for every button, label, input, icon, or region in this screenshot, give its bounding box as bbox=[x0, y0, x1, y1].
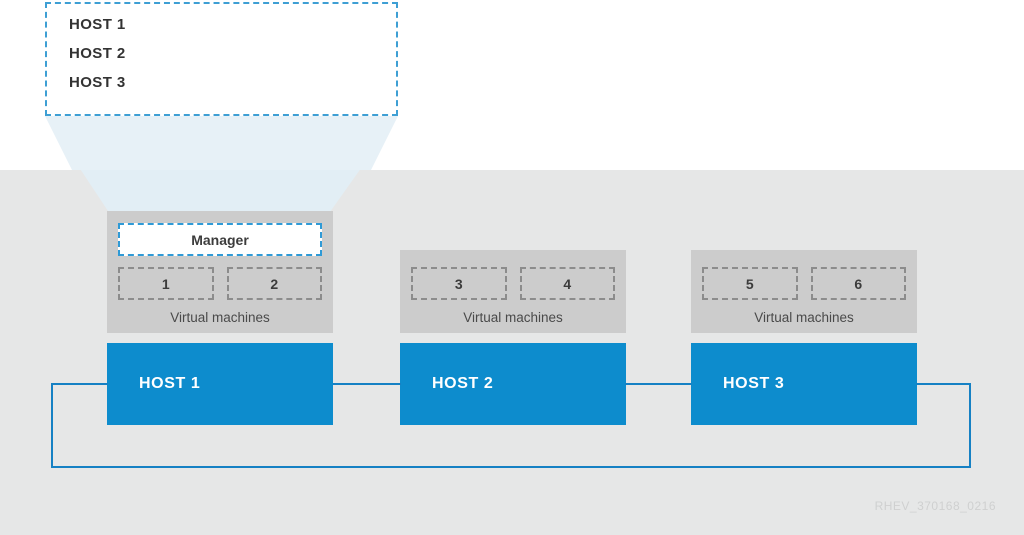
vm-panel-host-2: 3 4 Virtual machines bbox=[400, 250, 626, 333]
host-box-1: HOST 1 bbox=[107, 343, 333, 425]
vm-box-3: 3 bbox=[411, 267, 507, 300]
vm-box-4: 4 bbox=[519, 267, 615, 300]
vm-number-1: 1 bbox=[161, 275, 170, 292]
vm-panel-host-3: 5 6 Virtual machines bbox=[691, 250, 917, 333]
callout-item-host-3: HOST 3 bbox=[69, 74, 126, 91]
watermark-label: RHEV_370168_0216 bbox=[874, 499, 996, 513]
vm-row-host-1: 1 2 bbox=[118, 267, 322, 300]
callout-item-host-1: HOST 1 bbox=[69, 16, 126, 33]
host-box-label-1: HOST 1 bbox=[139, 375, 201, 392]
vm-box-2: 2 bbox=[226, 267, 322, 300]
vm-panel-host-1: Manager 1 2 Virtual machines bbox=[107, 211, 333, 333]
vm-caption-host-2: Virtual machines bbox=[463, 310, 563, 325]
host-box-label-3: HOST 3 bbox=[723, 375, 785, 392]
callout-item-host-2: HOST 2 bbox=[69, 45, 126, 62]
host-box-label-2: HOST 2 bbox=[432, 375, 494, 392]
host-box-2: HOST 2 bbox=[400, 343, 626, 425]
host-box-3: HOST 3 bbox=[691, 343, 917, 425]
vm-row-host-2: 3 4 bbox=[411, 267, 615, 300]
host-callout-list: HOST 1 HOST 2 HOST 3 bbox=[69, 16, 126, 103]
host-callout-box: HOST 1 HOST 2 HOST 3 bbox=[45, 2, 398, 116]
vm-box-1: 1 bbox=[118, 267, 214, 300]
vm-box-6: 6 bbox=[810, 267, 906, 300]
vm-number-4: 4 bbox=[563, 275, 572, 292]
vm-caption-host-3: Virtual machines bbox=[754, 310, 854, 325]
vm-caption-host-1: Virtual machines bbox=[170, 310, 270, 325]
vm-number-2: 2 bbox=[270, 275, 279, 292]
manager-box: Manager bbox=[118, 223, 322, 256]
vm-row-host-3: 5 6 bbox=[702, 267, 906, 300]
vm-number-5: 5 bbox=[745, 275, 754, 292]
vm-number-6: 6 bbox=[854, 275, 863, 292]
vm-number-3: 3 bbox=[454, 275, 463, 292]
vm-box-5: 5 bbox=[702, 267, 798, 300]
manager-label: Manager bbox=[191, 231, 249, 248]
